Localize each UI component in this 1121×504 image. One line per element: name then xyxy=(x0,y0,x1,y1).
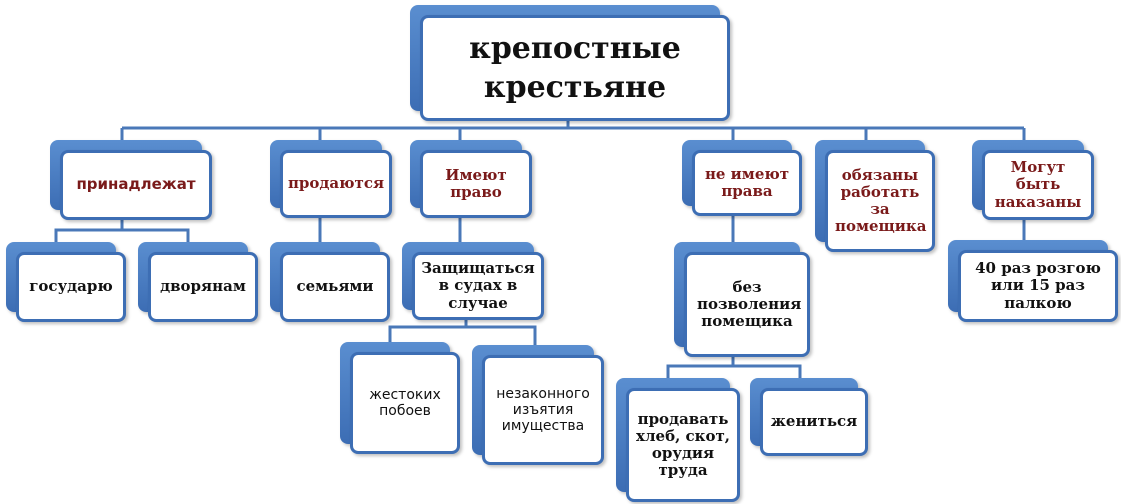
node-families-label: семьями xyxy=(296,277,374,296)
node-no-right-label: не имеют права xyxy=(704,164,790,200)
node-rods-label: 40 раз розгою или 15 раз палкою xyxy=(975,259,1101,312)
node-root: крепостные крестьяне xyxy=(410,5,730,121)
node-sell-goods: продавать хлеб, скот, орудия труда xyxy=(616,378,740,502)
node-obliged-label: обязаны работать за помещика xyxy=(835,165,927,236)
node-state-label: государю xyxy=(29,277,113,296)
node-obliged: обязаны работать за помещика xyxy=(815,140,935,252)
node-seizure-label: незаконного изъятия имущества xyxy=(496,385,590,435)
connector-defend-beatings xyxy=(388,318,468,342)
node-sold: продаются xyxy=(270,140,392,218)
node-no-permission-label: без позволения помещика xyxy=(697,277,802,331)
node-no-permission: без позволения помещика xyxy=(674,242,810,357)
node-have-right: Имеют право xyxy=(410,140,532,218)
node-beatings: жестоких побоев xyxy=(340,342,460,454)
node-have-right-label: Имеют право xyxy=(445,165,507,201)
node-defend: Защищаться в судах в случае xyxy=(402,242,544,320)
connector-permission-marry xyxy=(733,364,802,378)
node-nobles: дворянам xyxy=(138,242,258,322)
node-defend-label: Защищаться в судах в случае xyxy=(421,259,535,312)
node-marry-label: жениться xyxy=(770,412,858,431)
node-no-right: не имеют права xyxy=(682,140,802,216)
node-families: семьями xyxy=(270,242,390,322)
connector-permission-sell xyxy=(666,356,735,378)
node-punished: Могут быть наказаны xyxy=(972,140,1094,220)
node-rods: 40 раз розгою или 15 раз палкою xyxy=(948,240,1118,322)
node-nobles-label: дворянам xyxy=(160,277,246,296)
node-belong-label: принадлежат xyxy=(76,175,196,194)
connector-belong-state xyxy=(54,220,124,242)
node-punished-label: Могут быть наказаны xyxy=(994,158,1082,211)
connector-belong-nobles xyxy=(122,228,190,242)
connector-defend-seizure xyxy=(466,325,537,345)
node-sell-goods-label: продавать хлеб, скот, орудия труда xyxy=(636,409,730,480)
node-sold-label: продаются xyxy=(287,174,385,193)
node-state: государю xyxy=(6,242,126,322)
node-belong: принадлежат xyxy=(50,140,212,220)
node-seizure: незаконного изъятия имущества xyxy=(472,345,604,465)
node-root-label: крепостные крестьяне xyxy=(469,31,681,105)
node-marry: жениться xyxy=(750,378,868,456)
node-beatings-label: жестоких побоев xyxy=(369,386,441,419)
